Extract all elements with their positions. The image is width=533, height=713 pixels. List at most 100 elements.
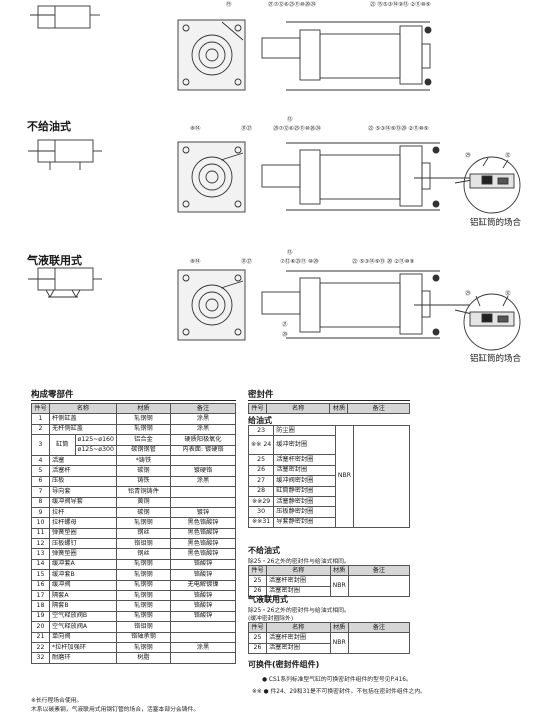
- cell: 轧钢钢: [115, 610, 171, 623]
- cell: 15: [31, 569, 50, 581]
- cell: 钢丝: [115, 548, 171, 560]
- cell: 2: [31, 423, 50, 436]
- cell: 25: [248, 575, 267, 587]
- cell: 轧钢钢: [115, 569, 171, 581]
- cell: 缓冲阀导套: [48, 496, 117, 508]
- cell: 内表面: 镀硬铬: [169, 444, 237, 456]
- cell: 涂黑: [169, 475, 237, 488]
- cell: 轧钢钢: [115, 641, 171, 654]
- cell: 铬钼钢: [115, 538, 171, 550]
- callout-bot-left2: ㉛㉗: [241, 259, 253, 265]
- cell: 黄铜: [115, 496, 171, 508]
- callout-mid-right: ㉒ ⑤③⑭⑨⑬⑳ ②⑪⑩⑨: [368, 126, 429, 132]
- cell: 轧钢钢: [115, 413, 171, 425]
- cell: 4: [31, 454, 50, 467]
- cell: 活塞杆密封圈: [265, 632, 331, 644]
- cell: ※※ 24: [247, 435, 275, 456]
- cell: 活塞杆: [48, 465, 117, 477]
- cell: 32: [31, 652, 50, 664]
- seals-material-cell: NBR: [329, 632, 349, 655]
- cell: 空气释放阀B: [48, 610, 117, 623]
- cell: 黑色铬酸锌: [169, 548, 237, 560]
- parts-note-1: ※长行程场合使用。: [31, 698, 83, 704]
- cell: 6: [31, 475, 50, 488]
- seals-title-rule: [248, 400, 410, 401]
- cell: 13: [31, 548, 50, 560]
- cell: 26: [247, 464, 275, 477]
- parts-header-remark: 备注: [169, 402, 237, 415]
- cell: 缓冲套B: [48, 569, 117, 581]
- section-label-no-oil: 不给油式: [27, 120, 71, 133]
- cell: 铬酸锌: [169, 558, 237, 571]
- cell: 5: [31, 465, 50, 477]
- cell: *铸铁: [115, 454, 171, 467]
- cell: 拉杆: [48, 506, 117, 519]
- cell: 无杆侧缸盖: [48, 423, 117, 436]
- cell: 缓冲阀密封圈: [273, 475, 336, 487]
- cell: 杆侧缸盖: [48, 413, 117, 425]
- cell: 单向阀: [48, 631, 117, 644]
- cell: 8: [31, 496, 50, 508]
- seal-row: 件号名称材质备注: [248, 564, 411, 577]
- cell: 隔套B: [48, 600, 117, 612]
- caption-aluminum-mid: 铝缸筒的场合: [470, 218, 522, 228]
- cell: 轧钢钢: [115, 579, 171, 592]
- cell: 铝合金: [115, 434, 171, 446]
- parts-title-rule: [31, 400, 236, 401]
- cell: 压板静密封圈: [273, 506, 336, 518]
- callout-mid-13: ⑬: [287, 117, 293, 123]
- section-label-gas-liquid: 气液联用式: [27, 254, 82, 267]
- cell: 10: [31, 517, 50, 529]
- cell: 16: [31, 579, 50, 592]
- cell: 铬酸锌: [169, 590, 237, 602]
- seals-gas-note-2: (缓冲密封圈除外): [248, 616, 294, 622]
- cell: 轧钢钢: [115, 600, 171, 612]
- cell: 20: [31, 621, 50, 633]
- cell: 21: [31, 631, 50, 644]
- cell: 黑色铬酸锌: [169, 517, 237, 529]
- cell: 14: [31, 558, 50, 571]
- seals-material-cell: NBR: [329, 575, 349, 598]
- cell: 导向套: [48, 486, 117, 498]
- seals-material-cell: NBR: [334, 424, 355, 529]
- cell: 活塞静密封圈: [273, 495, 336, 508]
- cell: 30: [247, 506, 275, 518]
- cell: 隔套A: [48, 590, 117, 602]
- cell: 轧钢钢: [115, 590, 171, 602]
- cell: 铬钼钢: [115, 621, 171, 633]
- parts-header-row: 件号 名称 材质 备注: [31, 402, 237, 415]
- cell: 铬酸锌: [169, 569, 237, 581]
- cell: 黑色铬酸锌: [169, 527, 237, 540]
- callout-top-right: ㉒ ⑮⑤③⑭⑨⑬ ②⑪⑩⑨: [370, 2, 431, 8]
- cell: 25: [247, 454, 275, 466]
- replacement-line-2: ※※ ● 件24、29和31是不可换密封件，不包括在密封件组件之内。: [252, 689, 426, 695]
- seals-oil-title: 给油式: [248, 416, 272, 425]
- replacement-line-1: ● CS1系列标准型气缸的可换密封件组件的型号见P.416。: [262, 677, 412, 683]
- seals-gas-title: 气液联用式: [248, 595, 288, 604]
- cell: 12: [31, 538, 50, 550]
- callout-bot-detail-right: ㉜: [505, 291, 511, 297]
- cell: 碳钢钢管: [115, 444, 171, 456]
- callout-top-left: ⑲: [226, 2, 232, 8]
- cell: 活塞杆密封圈: [273, 454, 336, 466]
- cell: ø125~ø160: [74, 434, 117, 446]
- callout-bot-mid: ⑦⑫⑥㉕⑪ ⑩⑳: [280, 259, 319, 265]
- cell: 27: [247, 475, 275, 487]
